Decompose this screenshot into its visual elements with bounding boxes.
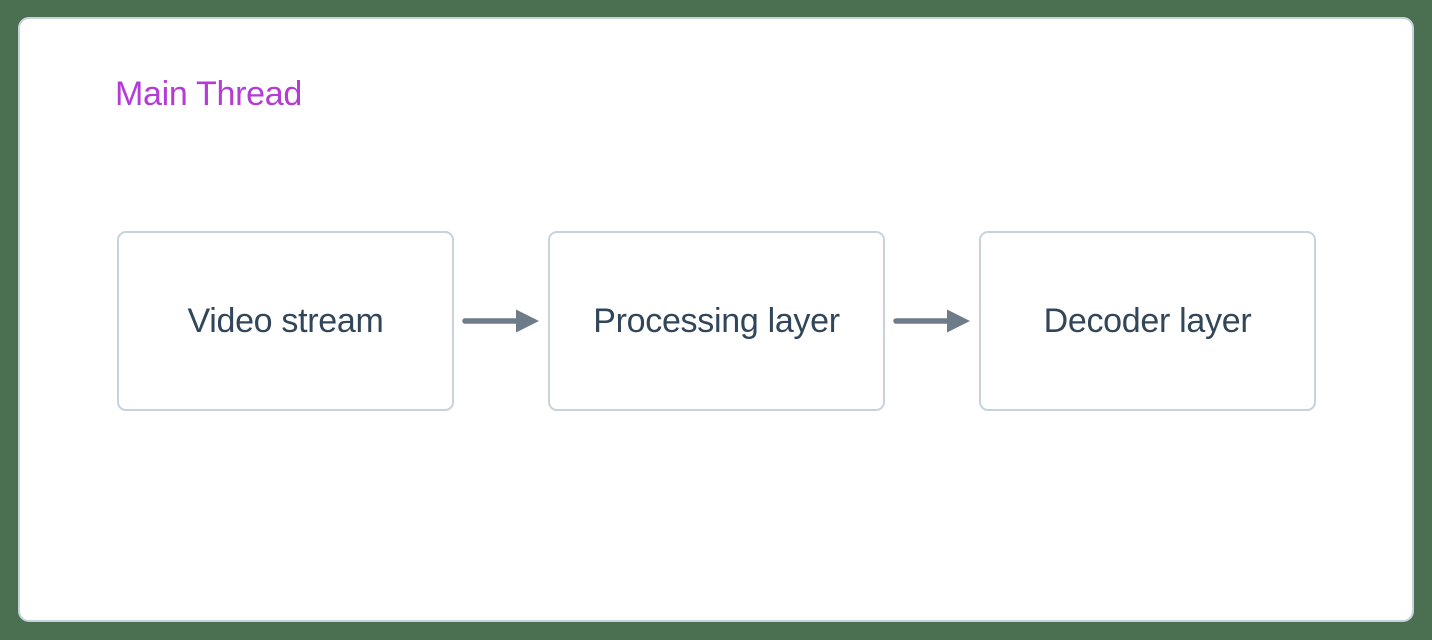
node-video-stream: Video stream — [117, 231, 454, 411]
diagram-title: Main Thread — [115, 75, 302, 113]
node-video-stream-label: Video stream — [187, 301, 384, 340]
node-processing-layer-label: Processing layer — [593, 301, 840, 340]
flow-row: Video stream Processing layer Decoder la… — [117, 231, 1316, 411]
connector-2 — [885, 231, 979, 411]
right-arrow-icon — [462, 309, 539, 333]
main-thread-card: Main Thread Video stream Processing laye… — [18, 17, 1414, 622]
node-processing-layer: Processing layer — [548, 231, 885, 411]
right-arrow-icon — [893, 309, 970, 333]
node-decoder-layer: Decoder layer — [979, 231, 1316, 411]
node-decoder-layer-label: Decoder layer — [1043, 301, 1252, 340]
connector-1 — [454, 231, 548, 411]
